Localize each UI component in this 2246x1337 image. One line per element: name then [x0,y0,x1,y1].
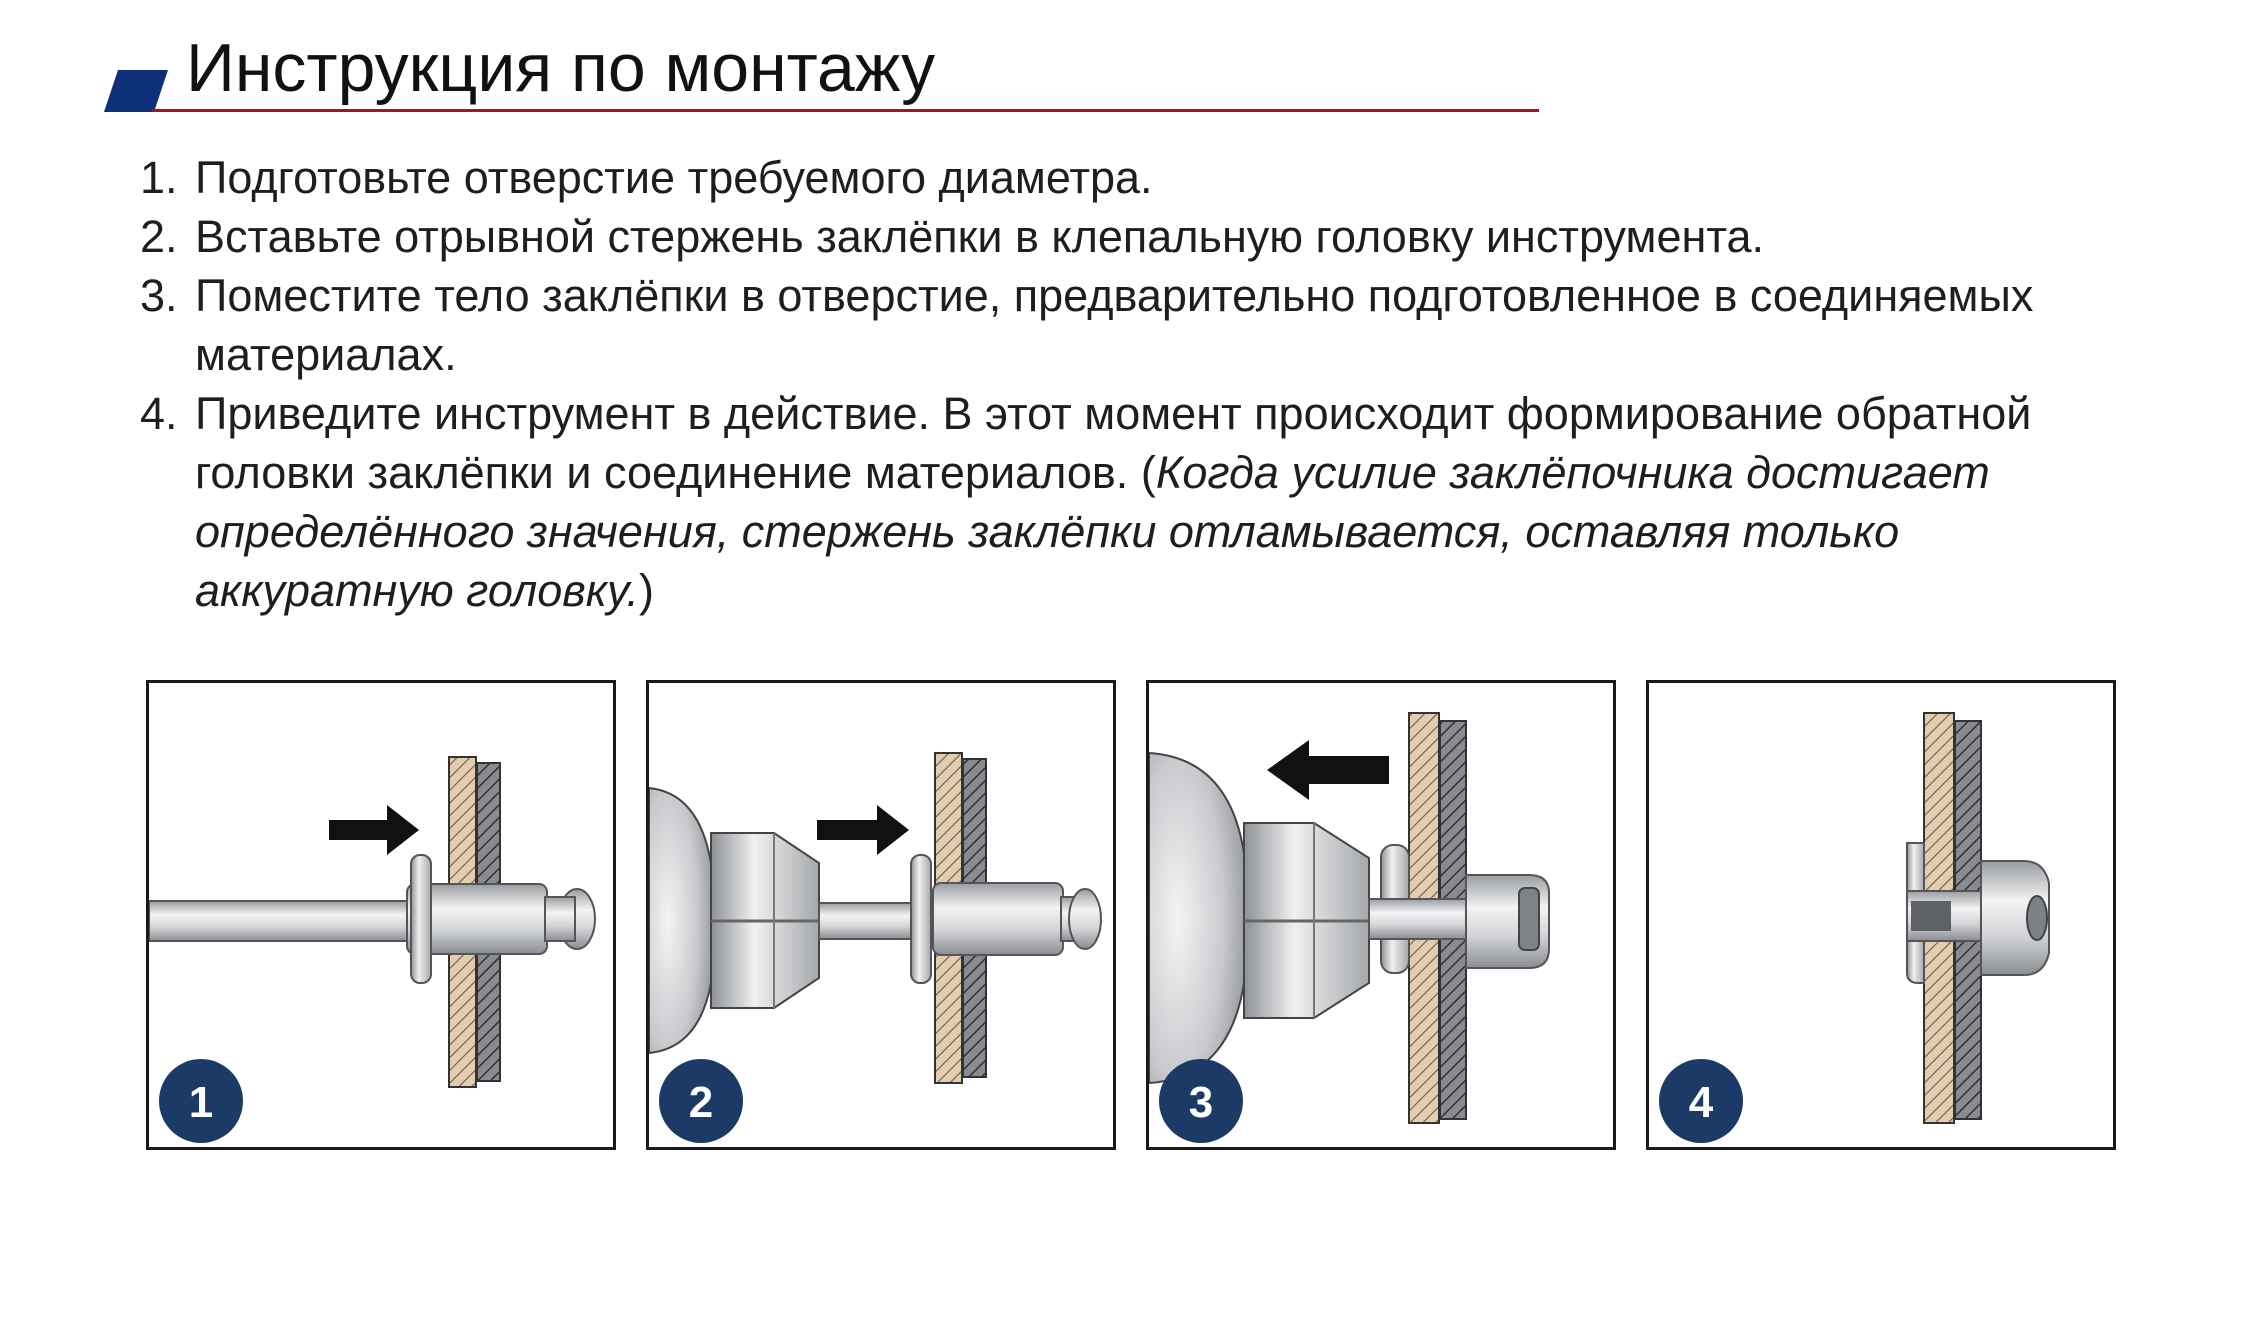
rivet-formed-head [1980,860,2050,976]
note-close-paren: ) [639,565,655,616]
title-accent-mark [104,70,168,112]
illustration-panel-4: 4 [1646,680,2116,1150]
step-text: Поместите тело заклёпки в отверстие, пре… [195,270,2034,380]
rivet-in-tool-illustration: 2 [649,752,1102,1143]
badge-number: 3 [1189,1078,1213,1127]
riveter-head [1149,751,1245,1085]
note-open-paren: ( [1128,447,1156,498]
step-text: Приведите инструмент в действие. В этот … [195,388,2032,498]
step-badge-2 [659,1059,743,1143]
illustration-panel-3: 3 [1146,680,1616,1150]
step-note: Когда усилие заклёпочника достигает опре… [195,447,1990,616]
step-number: 2. [140,211,178,262]
step-number: 3. [140,270,178,321]
rivet-setting-illustration: 3 [1149,712,1550,1143]
step-number: 1. [140,152,178,203]
rivet-installed-illustration: 4 [1659,712,2050,1143]
rivet-flange [410,854,432,984]
arrow-right-icon [817,805,909,855]
step-item: 4. Приведите инструмент в действие. В эт… [140,384,2140,620]
step-text: Подготовьте отверстие требуемого диаметр… [195,152,1153,203]
arrow-right-icon [329,805,419,855]
step-badge-3 [1159,1059,1243,1143]
illustration-panel-1: 1 [146,680,616,1150]
step-item: 1. Подготовьте отверстие требуемого диам… [140,148,2140,207]
badge-number: 1 [189,1078,213,1127]
page-title: Инструкция по монтажу [186,30,936,106]
riveter-head [649,786,712,1055]
rivet-flange [910,854,932,984]
step-badge-4 [1659,1059,1743,1143]
step-badge-1 [159,1059,243,1143]
rivet-body [932,882,1064,956]
rivet-insert-illustration: 1 [149,756,596,1143]
step-text: Вставьте отрывной стержень заклёпки в кл… [195,211,1764,262]
arrow-left-icon [1267,740,1389,800]
step-item: 2. Вставьте отрывной стержень заклёпки в… [140,207,2140,266]
badge-number: 4 [1689,1078,1714,1127]
badge-number: 2 [689,1078,713,1127]
step-number: 4. [140,388,178,439]
title-underline [152,109,1539,112]
instruction-steps: 1. Подготовьте отверстие требуемого диам… [140,148,2140,620]
illustration-panel-2: 2 [646,680,1116,1150]
step-item: 3. Поместите тело заклёпки в отверстие, … [140,266,2140,384]
